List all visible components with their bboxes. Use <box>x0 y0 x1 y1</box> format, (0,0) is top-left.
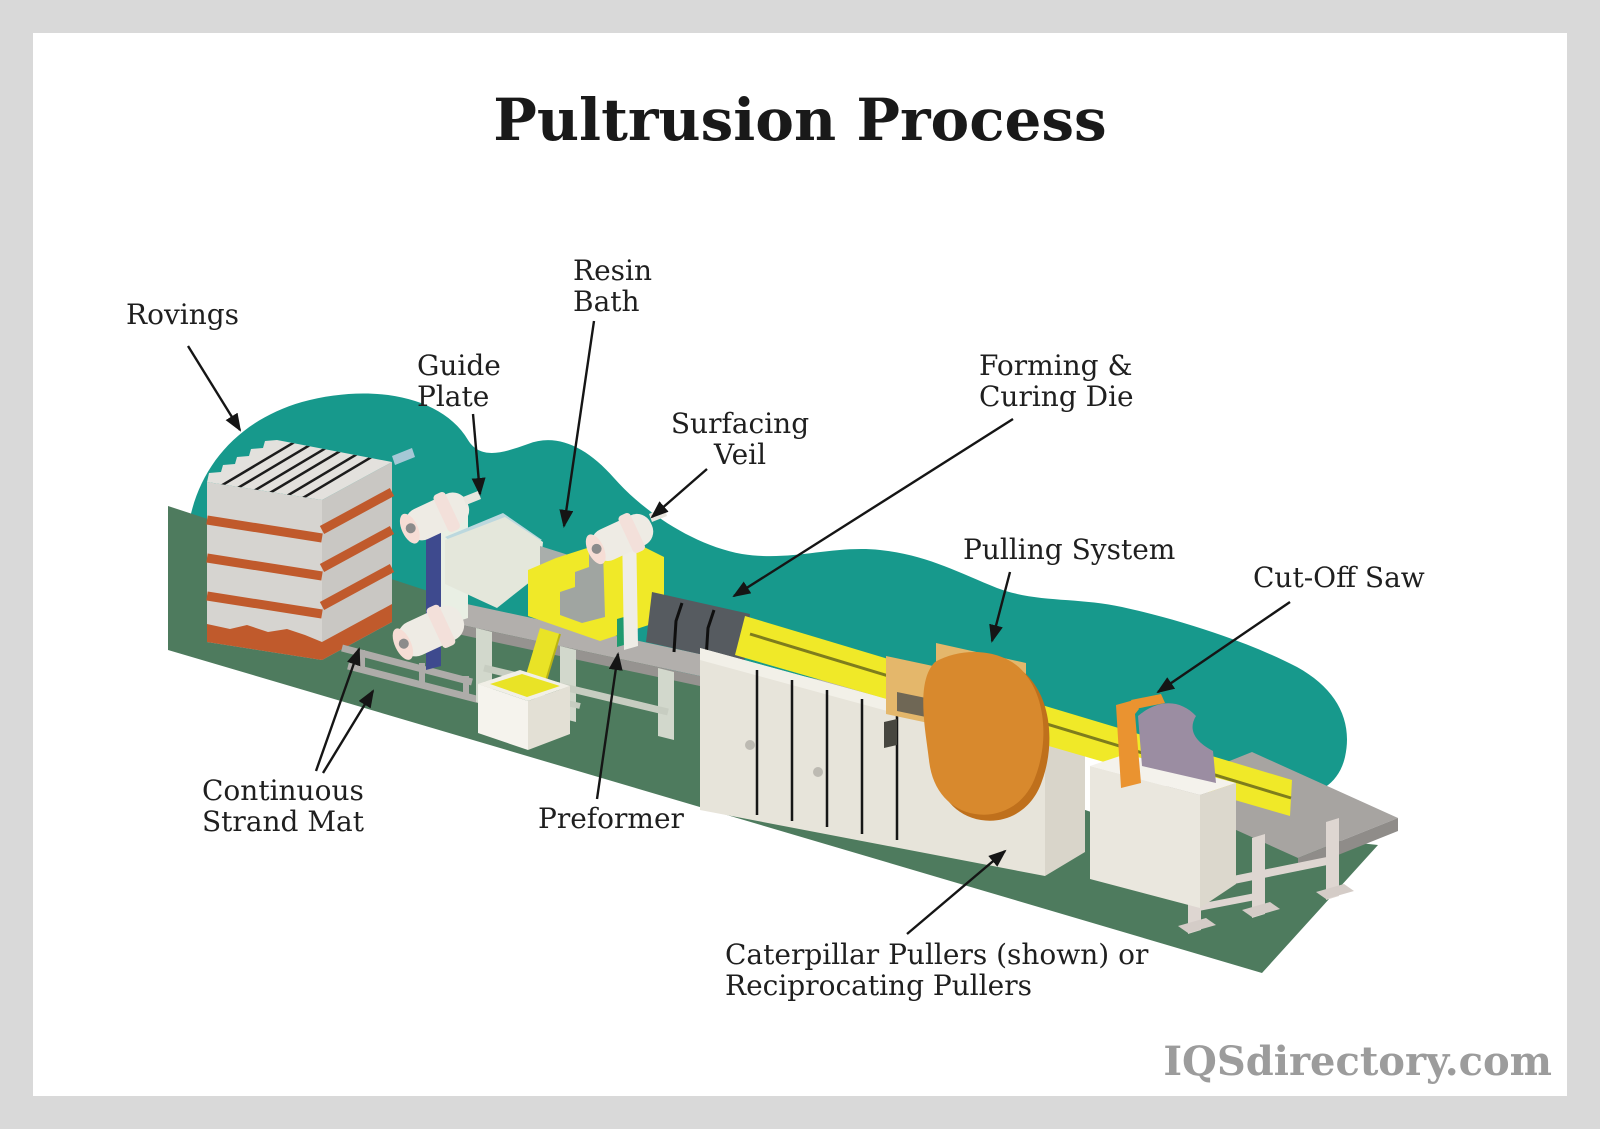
cabinet-knob <box>745 740 755 750</box>
arrow-continuous-strand-mat-1 <box>314 647 361 772</box>
label-line: Strand Mat <box>202 805 364 838</box>
creel-roller-top <box>399 492 470 544</box>
roving-stripe <box>319 488 395 534</box>
arrow-preformer <box>595 652 623 800</box>
resin-bath-teal-sliver <box>617 617 624 647</box>
pulling-system-shapes <box>886 643 1050 821</box>
conveyor-crossbar <box>1195 892 1259 912</box>
veil-post <box>622 524 638 650</box>
arrow-caterpillar-pullers <box>906 849 1007 935</box>
rovings-right-face <box>322 462 392 660</box>
arrow-continuous-strand-mat-2 <box>321 689 375 774</box>
label-guide-plate: Guide Plate <box>417 350 501 412</box>
label-line: Pulling System <box>963 533 1176 566</box>
arrow-resin-bath <box>559 320 596 528</box>
cabinet-vent <box>884 719 897 748</box>
table-leg <box>658 668 674 740</box>
rovings-top-face <box>207 440 392 500</box>
arrow-surfacing-veil <box>650 468 708 519</box>
label-line: Caterpillar Pullers (shown) or <box>725 938 1149 971</box>
tray-front <box>478 684 528 750</box>
cut-off-saw-shape <box>1116 694 1216 788</box>
saw-blade-guard-top <box>1131 694 1165 709</box>
roving-base-bands <box>207 604 392 660</box>
strand-mat-rack <box>341 644 481 704</box>
cabinet-front <box>700 648 1045 876</box>
label-line: Forming & <box>979 349 1133 382</box>
label-line: Reciprocating Pullers <box>725 969 1033 1002</box>
roving-stripe <box>206 553 323 581</box>
saw-blade-guard <box>1116 700 1141 788</box>
page-title: Pultrusion Process <box>493 86 1107 154</box>
veil-roller <box>585 513 654 565</box>
die-seam <box>704 609 716 660</box>
cabinet-knob <box>813 767 823 777</box>
callout-arrows <box>186 320 1291 935</box>
die-seam <box>672 602 684 653</box>
preformer-funnel <box>445 517 543 608</box>
saw-cabinet-side <box>1200 783 1236 908</box>
die-block <box>646 592 750 664</box>
label-line: Resin <box>573 254 653 287</box>
cabinet-panel-lines <box>755 670 899 840</box>
label-line: Preformer <box>538 802 684 835</box>
label-surfacing-veil: Surfacing Veil <box>660 408 820 470</box>
label-line: Bath <box>573 285 640 318</box>
arrow-guide-plate <box>471 413 486 496</box>
label-line: Guide <box>417 349 501 382</box>
forming-curing-die-shape <box>646 592 750 664</box>
cabinet-side <box>1045 730 1085 876</box>
roving-stripe <box>206 515 323 543</box>
puller-plate-small-opening <box>897 692 926 717</box>
label-forming-curing-die: Forming & Curing Die <box>979 350 1134 412</box>
tray-resin-surface <box>490 674 560 697</box>
roving-stripe <box>206 591 323 619</box>
roving-stripe <box>319 526 395 572</box>
resin-bath-stair <box>560 550 605 623</box>
label-preformer: Preformer <box>538 803 684 834</box>
rovings-stack <box>206 440 415 660</box>
resin-tray <box>478 628 570 750</box>
saw-body <box>1138 703 1216 783</box>
roving-base-band <box>322 604 392 660</box>
label-line: Veil <box>713 438 767 471</box>
arrow-forming-curing-die <box>732 417 1014 598</box>
creel-roller-bottom <box>392 604 465 660</box>
label-line: Curing Die <box>979 380 1134 413</box>
label-pulling-system: Pulling System <box>963 534 1175 565</box>
watermark: IQSdirectory.com <box>1163 1038 1552 1085</box>
arrow-cut-off-saw <box>1156 601 1291 694</box>
label-line: Surfacing <box>670 407 810 440</box>
saw-cabinet-front <box>1090 766 1200 908</box>
label-continuous-strand-mat: Continuous Strand Mat <box>202 775 364 837</box>
rovings-top-lines <box>208 440 392 500</box>
surfacing-veil-rollers <box>585 507 667 650</box>
label-line: Cut-Off Saw <box>1253 561 1425 594</box>
label-line: Continuous <box>202 774 364 807</box>
caterpillar-puller <box>923 652 1044 815</box>
arrow-rovings <box>186 345 242 432</box>
rovings-blue-sliver <box>392 448 415 465</box>
label-rovings: Rovings <box>126 299 239 330</box>
label-line: Plate <box>417 380 490 413</box>
roving-base-band <box>207 624 322 660</box>
label-cut-off-saw: Cut-Off Saw <box>1253 562 1425 593</box>
roving-stripe <box>319 564 395 610</box>
label-caterpillar-pullers: Caterpillar Pullers (shown) or Reciproca… <box>725 939 1148 1001</box>
tray-side <box>528 686 570 750</box>
label-line: Rovings <box>126 298 240 331</box>
roving-stripes <box>206 488 395 619</box>
arrow-pulling-system <box>989 571 1012 643</box>
label-resin-bath: Resin Bath <box>573 255 652 317</box>
